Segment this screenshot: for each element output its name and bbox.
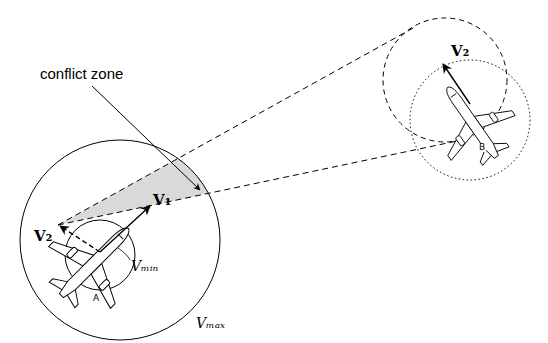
aircraft-label: B [478, 143, 486, 152]
speed-label: Vₘₐₓ [196, 316, 225, 330]
callout-label: conflict zone [40, 66, 123, 81]
vector-label: V₂ [34, 229, 52, 244]
aircraft-label: A [92, 294, 100, 303]
speed-label: Vₘᵢₙ [131, 259, 158, 273]
vector-label: V₁ [153, 193, 171, 208]
vector-label: V₂ [451, 44, 469, 59]
